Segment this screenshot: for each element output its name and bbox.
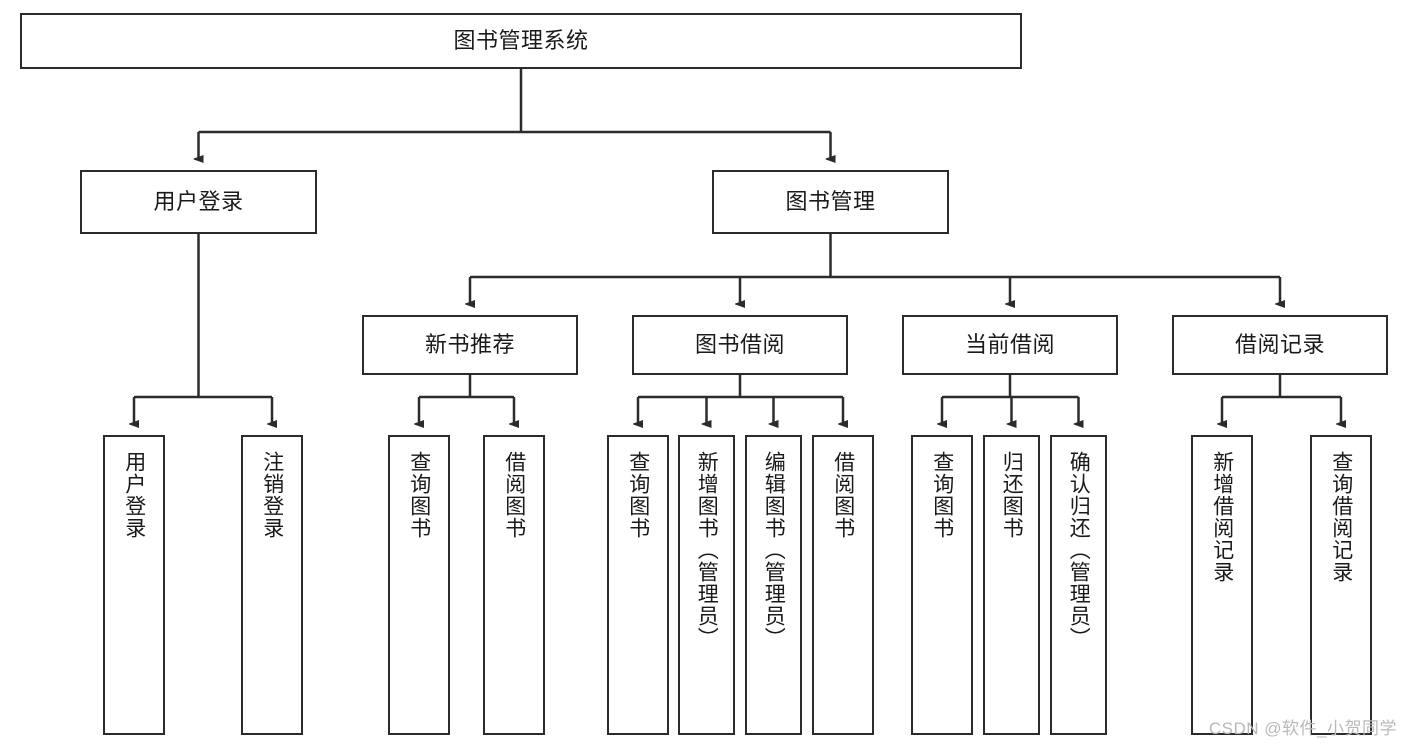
node-l_b_add[interactable]: 新增图书（管理员）: [678, 435, 735, 735]
node-label: 图书借阅: [694, 332, 785, 358]
node-l_r_add[interactable]: 新增借阅记录: [1191, 435, 1253, 735]
node-l_logout[interactable]: 注销登录: [241, 435, 303, 735]
node-label: 注销登录: [260, 451, 284, 539]
node-label: 借阅记录: [1234, 332, 1325, 358]
node-l_login[interactable]: 用户登录: [103, 435, 165, 735]
node-label: 图书管理: [785, 189, 876, 215]
node-newbook[interactable]: 新书推荐: [362, 315, 578, 375]
node-l_b_borrow[interactable]: 借阅图书: [812, 435, 874, 735]
node-current[interactable]: 当前借阅: [902, 315, 1118, 375]
node-l_b_edit[interactable]: 编辑图书（管理员）: [745, 435, 802, 735]
node-label: 借阅图书: [502, 451, 526, 539]
node-root[interactable]: 图书管理系统: [20, 13, 1022, 69]
node-label: 查询图书: [626, 451, 650, 539]
node-label: 借阅图书: [831, 451, 855, 539]
node-label: 归还图书: [1000, 451, 1024, 539]
watermark-text: CSDN @软件_小贺同学: [1208, 719, 1397, 738]
node-label: 查询图书: [407, 451, 431, 539]
node-login[interactable]: 用户登录: [80, 170, 317, 234]
node-l_c_return[interactable]: 归还图书: [983, 435, 1040, 735]
node-bookmgmt[interactable]: 图书管理: [712, 170, 949, 234]
node-label: 用户登录: [122, 451, 146, 539]
node-l_c_confirm[interactable]: 确认归还（管理员）: [1050, 435, 1107, 735]
node-borrow[interactable]: 图书借阅: [632, 315, 848, 375]
node-l_b_query[interactable]: 查询图书: [607, 435, 669, 735]
node-label: 查询借阅记录: [1329, 451, 1353, 583]
node-l_nb_query[interactable]: 查询图书: [388, 435, 450, 735]
node-label: 确认归还（管理员）: [1067, 451, 1091, 649]
node-l_nb_borrow[interactable]: 借阅图书: [483, 435, 545, 735]
node-label: 图书管理系统: [453, 28, 589, 54]
node-label: 当前借阅: [964, 332, 1055, 358]
node-label: 编辑图书（管理员）: [762, 451, 786, 649]
node-l_c_query[interactable]: 查询图书: [911, 435, 973, 735]
node-label: 查询图书: [930, 451, 954, 539]
node-label: 用户登录: [153, 189, 244, 215]
node-label: 新书推荐: [424, 332, 515, 358]
node-label: 新增借阅记录: [1210, 451, 1234, 583]
node-l_r_query[interactable]: 查询借阅记录: [1310, 435, 1372, 735]
node-label: 新增图书（管理员）: [695, 451, 719, 649]
node-records[interactable]: 借阅记录: [1172, 315, 1388, 375]
